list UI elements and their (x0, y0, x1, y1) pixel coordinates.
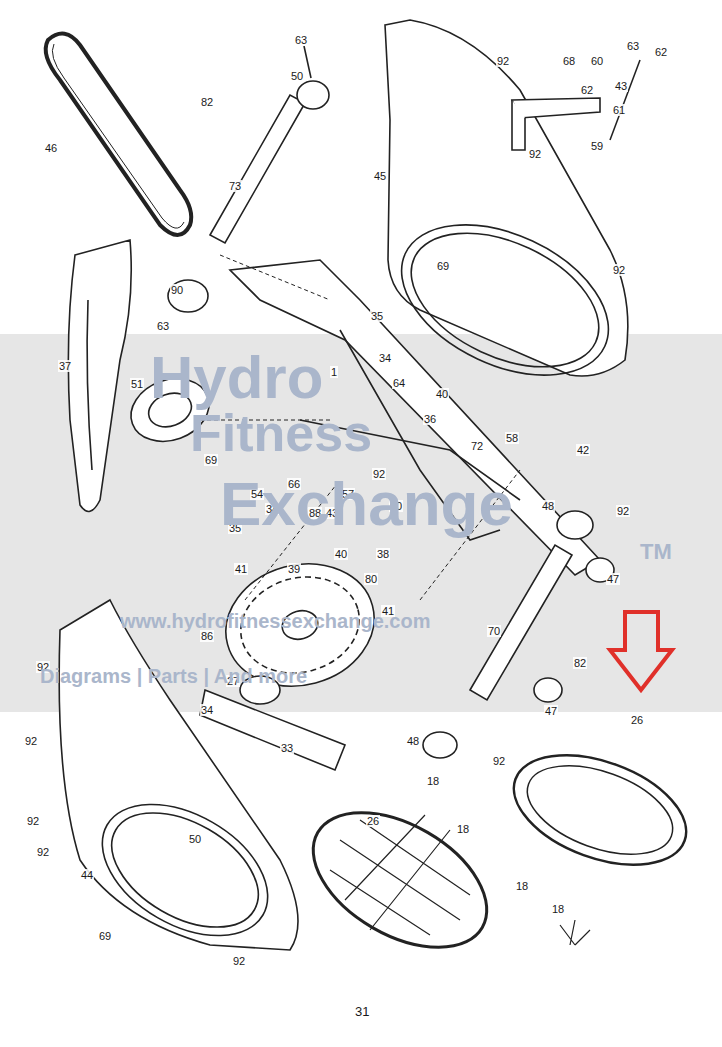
callout-number: 37 (58, 360, 72, 372)
parts (46, 20, 701, 975)
callout-number: 1 (330, 366, 338, 378)
callout-number: 18 (456, 823, 470, 835)
callout-number: 33 (280, 742, 294, 754)
callout-number: 82 (200, 96, 214, 108)
callout-number: 82 (573, 657, 587, 669)
callout-number: 92 (528, 148, 542, 160)
callout-number: 72 (470, 440, 484, 452)
watermark-text: Fitness (190, 405, 372, 462)
callout-number: 90 (170, 284, 184, 296)
callout-number: 47 (544, 705, 558, 717)
callout-number: 61 (612, 104, 626, 116)
callout-number: 50 (290, 70, 304, 82)
callout-number: 92 (612, 264, 626, 276)
callout-number: 51 (130, 378, 144, 390)
callout-number: 45 (373, 170, 387, 182)
callout-number: 92 (496, 55, 510, 67)
callout-number: 68 (562, 55, 576, 67)
callout-number: 92 (26, 815, 40, 827)
callout-number: 48 (541, 500, 555, 512)
watermark-text: TM (640, 540, 672, 564)
callout-number: 70 (487, 625, 501, 637)
callout-number: 26 (366, 815, 380, 827)
callout-number: 73 (228, 180, 242, 192)
callout-number: 48 (406, 735, 420, 747)
callout-number: 18 (551, 903, 565, 915)
page-number: 31 (354, 1005, 370, 1019)
callout-number: 92 (492, 755, 506, 767)
callout-number: 44 (80, 869, 94, 881)
callout-number: 42 (576, 444, 590, 456)
callout-number: 35 (370, 310, 384, 322)
callout-number: 34 (200, 704, 214, 716)
callout-number: 41 (234, 563, 248, 575)
callout-number: 59 (590, 140, 604, 152)
watermark-text: www.hydrofitnessexchange.com (120, 610, 430, 632)
callout-number: 40 (435, 388, 449, 400)
highlight-arrow (610, 612, 672, 690)
callout-number: 62 (580, 84, 594, 96)
callout-number: 69 (98, 930, 112, 942)
callout-number: 38 (376, 548, 390, 560)
callout-number: 47 (606, 573, 620, 585)
callout-number: 62 (654, 46, 668, 58)
callout-number: 63 (626, 40, 640, 52)
watermark-text: Diagrams | Parts | And more (40, 665, 307, 687)
callout-number: 18 (426, 775, 440, 787)
callout-number: 40 (334, 548, 348, 560)
callout-number: 58 (505, 432, 519, 444)
callout-number: 36 (423, 413, 437, 425)
callout-number: 63 (294, 34, 308, 46)
callout-number: 92 (232, 955, 246, 967)
callout-number: 18 (515, 880, 529, 892)
callout-number: 43 (614, 80, 628, 92)
callout-number: 46 (44, 142, 58, 154)
callout-number: 80 (364, 573, 378, 585)
watermark-text: Exchange (220, 470, 513, 538)
callout-number: 50 (188, 833, 202, 845)
callout-number: 92 (36, 846, 50, 858)
callout-number: 64 (392, 377, 406, 389)
callout-number: 63 (156, 320, 170, 332)
callout-number: 92 (24, 735, 38, 747)
callout-number: 26 (630, 714, 644, 726)
callout-number: 92 (616, 505, 630, 517)
callout-number: 34 (378, 352, 392, 364)
watermark-text: Hydro (150, 345, 323, 411)
callout-number: 39 (287, 563, 301, 575)
callout-number: 60 (590, 55, 604, 67)
callout-number: 69 (436, 260, 450, 272)
